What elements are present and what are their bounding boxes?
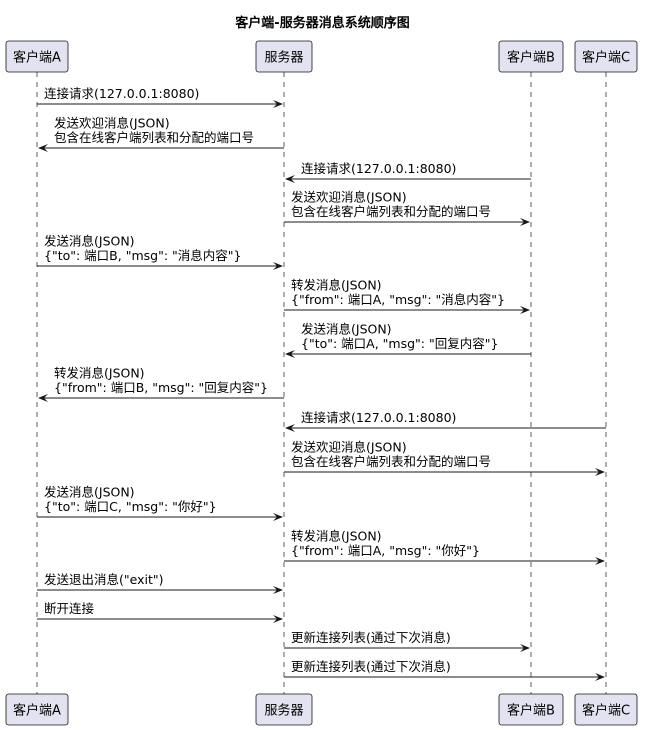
message-5: 发送消息(JSON){"to": 端口B, "msg": "消息内容"}: [37, 234, 283, 270]
message-label: 转发消息(JSON): [291, 529, 382, 544]
message-label: {"from": 端口B, "msg": "回复内容"}: [54, 380, 268, 395]
participant-box: [498, 693, 564, 726]
participant-box: [574, 693, 638, 726]
participant-label: 客户端C: [582, 50, 630, 66]
message-4: 发送欢迎消息(JSON)包含在线客户端列表和分配的端口号: [284, 190, 530, 226]
message-label: 连接请求(127.0.0.1:8080): [301, 410, 456, 425]
message-9: 连接请求(127.0.0.1:8080): [285, 410, 606, 432]
message-12: 转发消息(JSON){"from": 端口A, "msg": "你好"}: [284, 529, 605, 565]
arrow-head: [285, 350, 295, 358]
participant-box: [255, 40, 313, 73]
message-label: 发送欢迎消息(JSON): [54, 116, 170, 131]
arrow-head: [285, 175, 295, 183]
message-16: 更新连接列表(通过下次消息): [284, 659, 605, 681]
participant-label: 客户端A: [13, 703, 61, 719]
message-1: 连接请求(127.0.0.1:8080): [37, 86, 283, 108]
message-label: 更新连接列表(通过下次消息): [291, 659, 451, 674]
message-8: 转发消息(JSON){"from": 端口B, "msg": "回复内容"}: [38, 366, 284, 402]
participant-label: 服务器: [264, 50, 303, 66]
message-15: 更新连接列表(通过下次消息): [284, 630, 530, 652]
message-7: 发送消息(JSON){"to": 端口A, "msg": "回复内容"}: [285, 322, 531, 358]
participant-label: 客户端B: [507, 703, 555, 719]
diagram-title: 客户端-服务器消息系统顺序图: [235, 15, 409, 31]
messages: 连接请求(127.0.0.1:8080)发送欢迎消息(JSON)包含在线客户端列…: [37, 86, 606, 681]
message-3: 连接请求(127.0.0.1:8080): [285, 161, 531, 183]
participant-box: [574, 40, 638, 73]
participants-bottom: 客户端A 服务器 客户端B 客户端C: [5, 693, 638, 726]
message-label: 发送消息(JSON): [44, 485, 135, 500]
message-2: 发送欢迎消息(JSON)包含在线客户端列表和分配的端口号: [38, 116, 284, 152]
participant-box: [498, 40, 564, 73]
participant-box: [255, 693, 313, 726]
arrow-head: [273, 586, 283, 594]
participant-box: [5, 40, 69, 73]
lifelines: [36, 72, 607, 694]
arrow-head: [273, 513, 283, 521]
participant-s-bottom: 服务器: [255, 693, 313, 726]
message-label: 发送消息(JSON): [44, 234, 135, 249]
message-label: {"from": 端口A, "msg": "消息内容"}: [291, 292, 505, 307]
message-label: 转发消息(JSON): [54, 366, 145, 381]
message-10: 发送欢迎消息(JSON)包含在线客户端列表和分配的端口号: [284, 440, 605, 476]
arrow-head: [273, 262, 283, 270]
message-11: 发送消息(JSON){"to": 端口C, "msg": "你好"}: [37, 485, 283, 521]
message-label: 转发消息(JSON): [291, 278, 382, 293]
arrow-head: [38, 144, 48, 152]
participant-label: 客户端B: [507, 50, 555, 66]
message-label: 连接请求(127.0.0.1:8080): [44, 86, 199, 101]
message-label: 包含在线客户端列表和分配的端口号: [291, 204, 491, 219]
message-label: 包含在线客户端列表和分配的端口号: [54, 130, 254, 145]
arrow-head: [520, 218, 530, 226]
participants-top: 客户端A 服务器 客户端B 客户端C: [5, 40, 638, 73]
message-label: {"to": 端口C, "msg": "你好"}: [44, 499, 217, 514]
arrow-head: [38, 394, 48, 402]
participant-box: [5, 693, 69, 726]
participant-a-bottom: 客户端A: [5, 693, 69, 726]
message-label: 连接请求(127.0.0.1:8080): [301, 161, 456, 176]
participant-label: 客户端C: [582, 703, 630, 719]
arrow-head: [520, 644, 530, 652]
participant-a-top: 客户端A: [5, 40, 69, 73]
participant-b-bottom: 客户端B: [498, 693, 564, 726]
participant-c-bottom: 客户端C: [574, 693, 638, 726]
message-label: 断开连接: [44, 601, 95, 616]
message-label: {"to": 端口B, "msg": "消息内容"}: [44, 248, 241, 263]
participant-label: 服务器: [264, 703, 303, 719]
participant-c-top: 客户端C: [574, 40, 638, 73]
message-label: 发送退出消息("exit"): [44, 572, 164, 587]
message-14: 断开连接: [37, 601, 283, 623]
message-label: {"from": 端口A, "msg": "你好"}: [291, 543, 480, 558]
arrow-head: [595, 673, 605, 681]
participant-b-top: 客户端B: [498, 40, 564, 73]
message-13: 发送退出消息("exit"): [37, 572, 283, 594]
arrow-head: [520, 306, 530, 314]
arrow-head: [595, 468, 605, 476]
arrow-head: [595, 557, 605, 565]
participant-s-top: 服务器: [255, 40, 313, 73]
message-6: 转发消息(JSON){"from": 端口A, "msg": "消息内容"}: [284, 278, 530, 314]
arrow-head: [273, 100, 283, 108]
message-label: 发送欢迎消息(JSON): [291, 190, 407, 205]
message-label: 发送欢迎消息(JSON): [291, 440, 407, 455]
message-label: 发送消息(JSON): [301, 322, 392, 337]
participant-label: 客户端A: [13, 50, 61, 66]
message-label: 更新连接列表(通过下次消息): [291, 630, 451, 645]
message-label: 包含在线客户端列表和分配的端口号: [291, 454, 491, 469]
arrow-head: [285, 424, 295, 432]
message-label: {"to": 端口A, "msg": "回复内容"}: [301, 336, 498, 351]
arrow-head: [273, 615, 283, 623]
